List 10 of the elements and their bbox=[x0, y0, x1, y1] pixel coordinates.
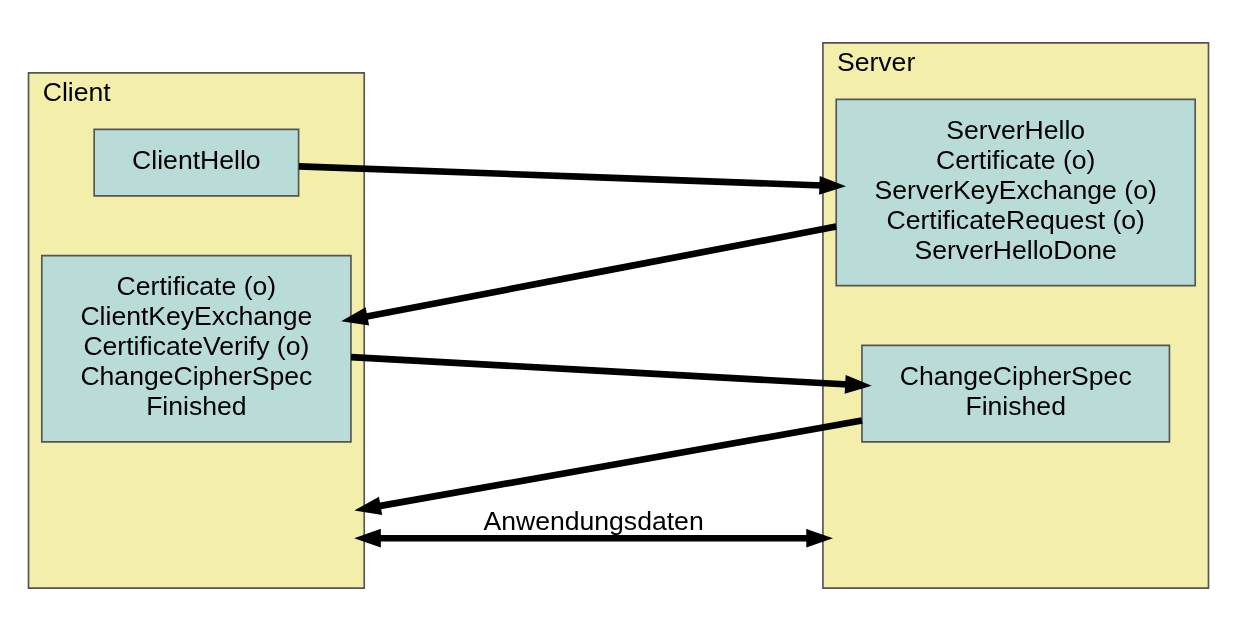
node-box: ClientHello bbox=[93, 128, 300, 197]
arrow bbox=[354, 416, 863, 515]
arrow bbox=[354, 528, 833, 548]
arrow bbox=[298, 162, 847, 195]
arrow bbox=[341, 222, 837, 325]
node-box: ServerHello Certificate (o) ServerKeyExchange (o) CertificateRequest (o) ServerHelloDone bbox=[835, 98, 1196, 286]
edge-label: Anwendungsdaten bbox=[483, 505, 704, 536]
node-box: Certificate (o) ClientKeyExchange CertificateVerify (o) ChangeCipherSpec Finished bbox=[41, 254, 352, 443]
arrow bbox=[350, 353, 872, 394]
node-box: ChangeCipherSpec Finished bbox=[861, 344, 1171, 443]
